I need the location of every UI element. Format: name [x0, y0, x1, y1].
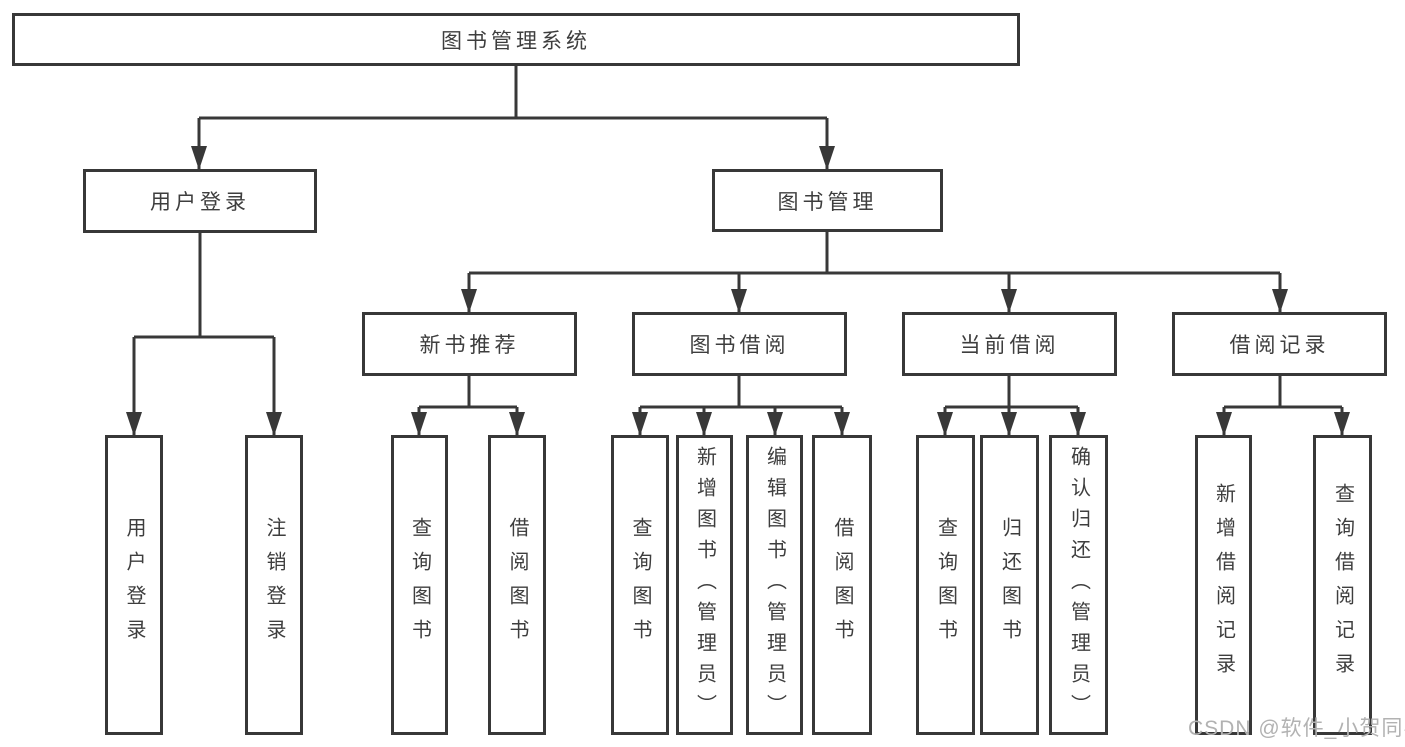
- leaf-borrow-books-recommend: 借阅图书: [488, 435, 546, 735]
- leaf-query-books-recommend: 查询图书: [391, 435, 448, 735]
- node-user-login: 用户登录: [83, 169, 317, 233]
- leaf-confirm-return-admin: 确认归还（管理员）: [1049, 435, 1108, 735]
- node-book-management: 图书管理: [712, 169, 943, 232]
- leaf-borrow-books: 借阅图书: [812, 435, 872, 735]
- leaf-logout-login: 注销登录: [245, 435, 303, 735]
- leaf-query-books-borrow: 查询图书: [611, 435, 669, 735]
- leaf-query-borrow-record: 查询借阅记录: [1313, 435, 1372, 735]
- node-borrow-records: 借阅记录: [1172, 312, 1387, 376]
- leaf-user-login: 用户登录: [105, 435, 163, 735]
- leaf-add-book-admin: 新增图书（管理员）: [676, 435, 733, 735]
- leaf-edit-book-admin: 编辑图书（管理员）: [746, 435, 803, 735]
- csdn-watermark: CSDN @软件_小贺同学: [1188, 717, 1405, 740]
- node-current-borrow: 当前借阅: [902, 312, 1117, 376]
- node-new-book-recommend: 新书推荐: [362, 312, 577, 376]
- leaf-query-books-current: 查询图书: [916, 435, 975, 735]
- node-book-borrow: 图书借阅: [632, 312, 847, 376]
- leaf-return-book: 归还图书: [980, 435, 1039, 735]
- node-root-system: 图书管理系统: [12, 13, 1020, 66]
- leaf-add-borrow-record: 新增借阅记录: [1195, 435, 1252, 735]
